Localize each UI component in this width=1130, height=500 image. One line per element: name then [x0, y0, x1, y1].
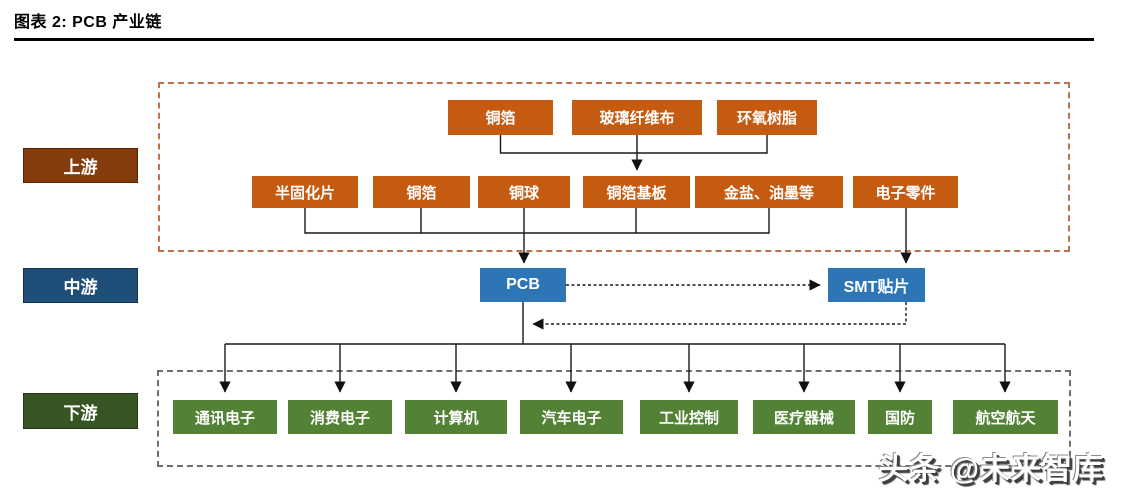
node-computer: 计算机 — [405, 400, 507, 434]
downstream-group-border — [157, 370, 1071, 467]
node-epoxy-resin: 环氧树脂 — [717, 100, 817, 135]
node-copper-ball: 铜球 — [478, 176, 570, 208]
node-copper-foil-2: 铜箔 — [373, 176, 470, 208]
node-gold-salt-ink: 金盐、油墨等 — [695, 176, 843, 208]
upstream-group-border — [158, 82, 1070, 252]
node-electronic-components: 电子零件 — [853, 176, 958, 208]
node-medical-devices: 医疗器械 — [753, 400, 855, 434]
node-communication-electronics: 通讯电子 — [173, 400, 277, 434]
node-industrial-control: 工业控制 — [640, 400, 738, 434]
node-copper-clad-laminate: 铜箔基板 — [583, 176, 690, 208]
node-aerospace: 航空航天 — [953, 400, 1058, 434]
node-glass-fiber-cloth: 玻璃纤维布 — [572, 100, 702, 135]
stage-label-downstream: 下游 — [23, 393, 138, 429]
node-national-defense: 国防 — [868, 400, 932, 434]
chart-title: 图表 2: PCB 产业链 — [14, 14, 162, 31]
node-automotive-electronics: 汽车电子 — [520, 400, 623, 434]
stage-label-upstream: 上游 — [23, 148, 138, 183]
node-smt-assembly: SMT贴片 — [828, 268, 925, 302]
node-consumer-electronics: 消费电子 — [288, 400, 392, 434]
node-pcb: PCB — [480, 268, 566, 302]
watermark-text: 头条 @未来智库 — [878, 453, 1104, 486]
node-prepreg: 半固化片 — [252, 176, 358, 208]
title-underline — [14, 38, 1094, 41]
stage-label-midstream: 中游 — [23, 268, 138, 303]
node-copper-foil: 铜箔 — [448, 100, 553, 135]
